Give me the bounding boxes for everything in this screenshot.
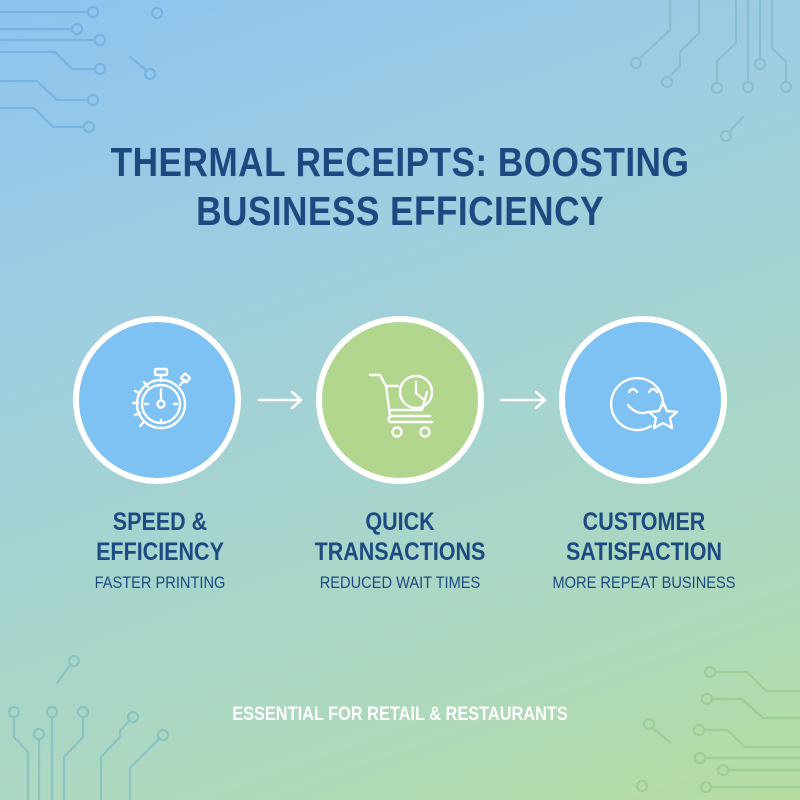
page-title: THERMAL RECEIPTS: BOOSTING BUSINESS EFFI… <box>56 138 744 236</box>
step-heading: CUSTOMER SATISFACTION <box>541 507 747 567</box>
quick-transactions-circle <box>316 316 484 484</box>
heading-line: SPEED & <box>112 508 208 536</box>
customer-satisfaction-circle <box>559 316 727 484</box>
shopping-cart-clock-icon <box>350 348 450 453</box>
step-label-satisfaction: CUSTOMER SATISFACTION MORE REPEAT BUSINE… <box>524 507 764 593</box>
arrow-right-icon <box>499 388 549 417</box>
heading-line: SATISFACTION <box>565 538 723 566</box>
step-subtitle: MORE REPEAT BUSINESS <box>552 573 736 592</box>
circuit-decoration-bottom-left <box>0 620 200 800</box>
heading-line: EFFICIENCY <box>96 538 224 566</box>
title-line-2: BUSINESS EFFICIENCY <box>196 188 604 234</box>
circuit-decoration-bottom-right <box>620 620 800 800</box>
speed-efficiency-circle <box>73 316 241 484</box>
heading-line: QUICK <box>365 508 435 536</box>
title-line-1: THERMAL RECEIPTS: BOOSTING <box>110 139 690 185</box>
heading-line: TRANSACTIONS <box>314 538 486 566</box>
arrow-right-icon <box>257 388 305 417</box>
step-heading: SPEED & EFFICIENCY <box>57 507 263 567</box>
circuit-decoration-top-left <box>0 0 180 140</box>
step-label-speed: SPEED & EFFICIENCY FASTER PRINTING <box>40 507 280 593</box>
step-subtitle: FASTER PRINTING <box>94 573 226 592</box>
step-subtitle: REDUCED WAIT TIMES <box>319 573 481 592</box>
circuit-decoration-top-right <box>620 0 800 145</box>
stopwatch-icon <box>107 348 207 453</box>
heading-line: CUSTOMER <box>582 508 706 536</box>
footer-tagline: ESSENTIAL FOR RETAIL & RESTAURANTS <box>232 704 568 725</box>
smiley-star-icon <box>593 348 693 453</box>
step-label-transactions: QUICK TRANSACTIONS REDUCED WAIT TIMES <box>280 507 520 593</box>
step-heading: QUICK TRANSACTIONS <box>297 507 503 567</box>
